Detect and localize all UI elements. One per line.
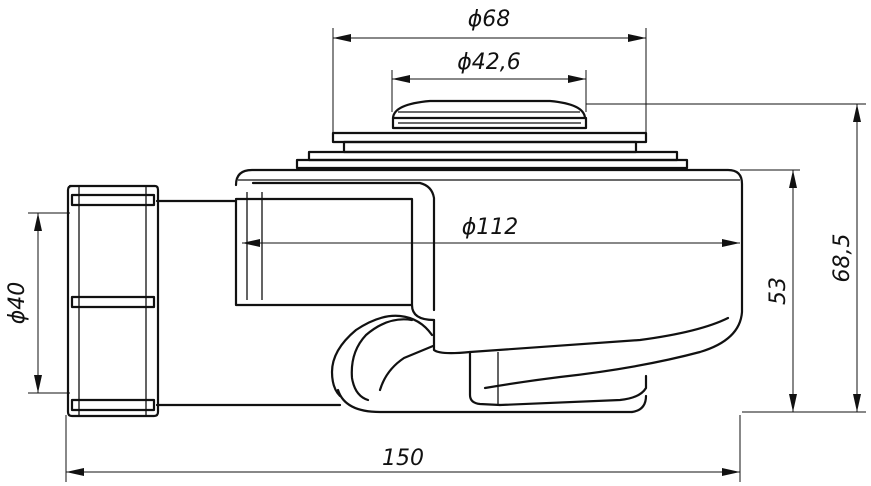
- dim-line-cap: [391, 70, 587, 112]
- outlet-pipe: [155, 199, 342, 407]
- drain-flange: [295, 131, 689, 170]
- dim-line-flange: [332, 28, 647, 140]
- label-body-height: 53: [766, 277, 791, 305]
- trap-body: [234, 168, 744, 414]
- label-cap-diameter: ϕ42,6: [457, 50, 521, 75]
- dim-line-total-height: [586, 103, 866, 413]
- dim-line-body-height: [740, 169, 800, 413]
- drain-cap: [391, 99, 588, 130]
- label-total-length: 150: [382, 446, 424, 471]
- dim-line-body: [242, 239, 740, 247]
- label-body-diameter: ϕ112: [462, 215, 519, 240]
- label-total-height: 68,5: [830, 234, 855, 283]
- label-outlet-diameter: ϕ40: [5, 282, 30, 325]
- dim-line-outlet: [28, 212, 70, 394]
- dim-line-length: [65, 415, 741, 482]
- label-flange-diameter: ϕ68: [468, 7, 511, 32]
- union-nut: [66, 184, 160, 418]
